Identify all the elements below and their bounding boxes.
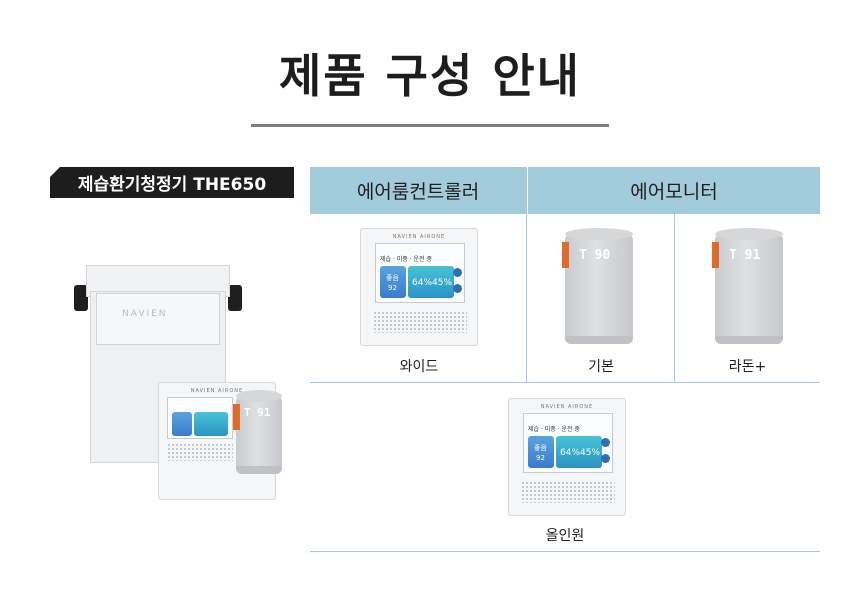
- mode-text: 제습 · 미풍 · 운전 중: [380, 256, 432, 263]
- duct-port-right: [228, 285, 242, 311]
- screen-tile-humidity: 64% 45%: [556, 436, 602, 468]
- sensor-body: [236, 396, 282, 474]
- screen-up-icon: [601, 438, 610, 447]
- humidity-value: 64%: [412, 278, 433, 288]
- product-badge: 제습환기청정기 THE650: [50, 167, 294, 198]
- humidity-value: 64%: [560, 448, 581, 458]
- controller-screen: 제습 · 미풍 · 운전 중 좋음 92 64% 45%: [375, 243, 465, 303]
- controller-brand: NAVIEN AIRONE: [540, 404, 594, 410]
- sensor-tag: [562, 242, 569, 268]
- caption-basic: 기본: [588, 359, 614, 375]
- caption-wide: 와이드: [399, 359, 439, 375]
- mode-text: 제습 · 미풍 · 운전 중: [528, 426, 580, 433]
- controller-brand: NAVIEN AIRONE: [392, 234, 446, 240]
- sensor-tag: [712, 242, 719, 268]
- divider-vertical-1: [526, 167, 527, 383]
- screen-tile-humidity: [194, 412, 228, 436]
- sensor-base: [565, 336, 633, 344]
- sensor-display: T 90: [579, 248, 611, 263]
- screen-tile-status: 좋음 92: [528, 436, 554, 468]
- controller-grill: [167, 443, 233, 461]
- pm-value: 92: [536, 454, 545, 462]
- sensor-body: [715, 234, 783, 344]
- screen-down-icon: [601, 454, 610, 463]
- controller-brand: NAVIEN AIRONE: [190, 388, 244, 394]
- header-monitor: 에어모니터: [528, 167, 820, 214]
- sensor-base: [236, 466, 282, 474]
- controller-grill: [373, 311, 467, 333]
- divider-row-1: [310, 382, 820, 383]
- controller-grill: [521, 481, 615, 503]
- controller-wide-image: NAVIEN AIRONE 제습 · 미풍 · 운전 중 좋음 92 64% 4…: [360, 228, 478, 346]
- duct-port-left: [74, 285, 88, 311]
- sensor-cap: [236, 390, 282, 402]
- combo-sensor-image: T 91: [233, 390, 282, 474]
- page-title: 제품 구성 안내: [279, 49, 581, 103]
- temp-value: 45%: [580, 448, 601, 458]
- monitor-radon-image: T 91: [712, 228, 783, 344]
- screen-up-icon: [453, 268, 462, 277]
- monitor-basic-image: T 90: [562, 228, 633, 344]
- pm-value: 92: [388, 284, 397, 292]
- sensor-base: [715, 336, 783, 344]
- title-divider: [251, 124, 609, 127]
- divider-row-2: [310, 551, 820, 552]
- caption-allinone: 올인원: [545, 528, 585, 544]
- divider-vertical-2: [674, 214, 675, 383]
- status-good-text: 좋음: [534, 444, 547, 452]
- controller-allinone-image: NAVIEN AIRONE 제습 · 미풍 · 운전 중 좋음 92 64% 4…: [508, 398, 626, 516]
- unit-logo: NAVIEN: [122, 309, 168, 319]
- sensor-body: [565, 234, 633, 344]
- screen-down-icon: [453, 284, 462, 293]
- ventilator-unit-image: NAVIEN: [74, 265, 242, 465]
- sensor-display: T 91: [244, 406, 271, 419]
- header-controller: 에어룸컨트롤러: [310, 167, 526, 214]
- temp-value: 45%: [432, 278, 453, 288]
- sensor-cap: [715, 228, 783, 240]
- sensor-cap: [565, 228, 633, 240]
- screen-tile-status: 좋음 92: [380, 266, 406, 298]
- controller-screen: [167, 397, 233, 439]
- sensor-display: T 91: [729, 248, 761, 263]
- caption-radon: 라돈+: [728, 359, 767, 375]
- unit-front-panel: [96, 293, 220, 345]
- status-good-text: 좋음: [386, 274, 399, 282]
- sensor-tag: [233, 404, 240, 430]
- screen-tile-humidity: 64% 45%: [408, 266, 454, 298]
- screen-tile-status: [172, 412, 192, 436]
- controller-screen: 제습 · 미풍 · 운전 중 좋음 92 64% 45%: [523, 413, 613, 473]
